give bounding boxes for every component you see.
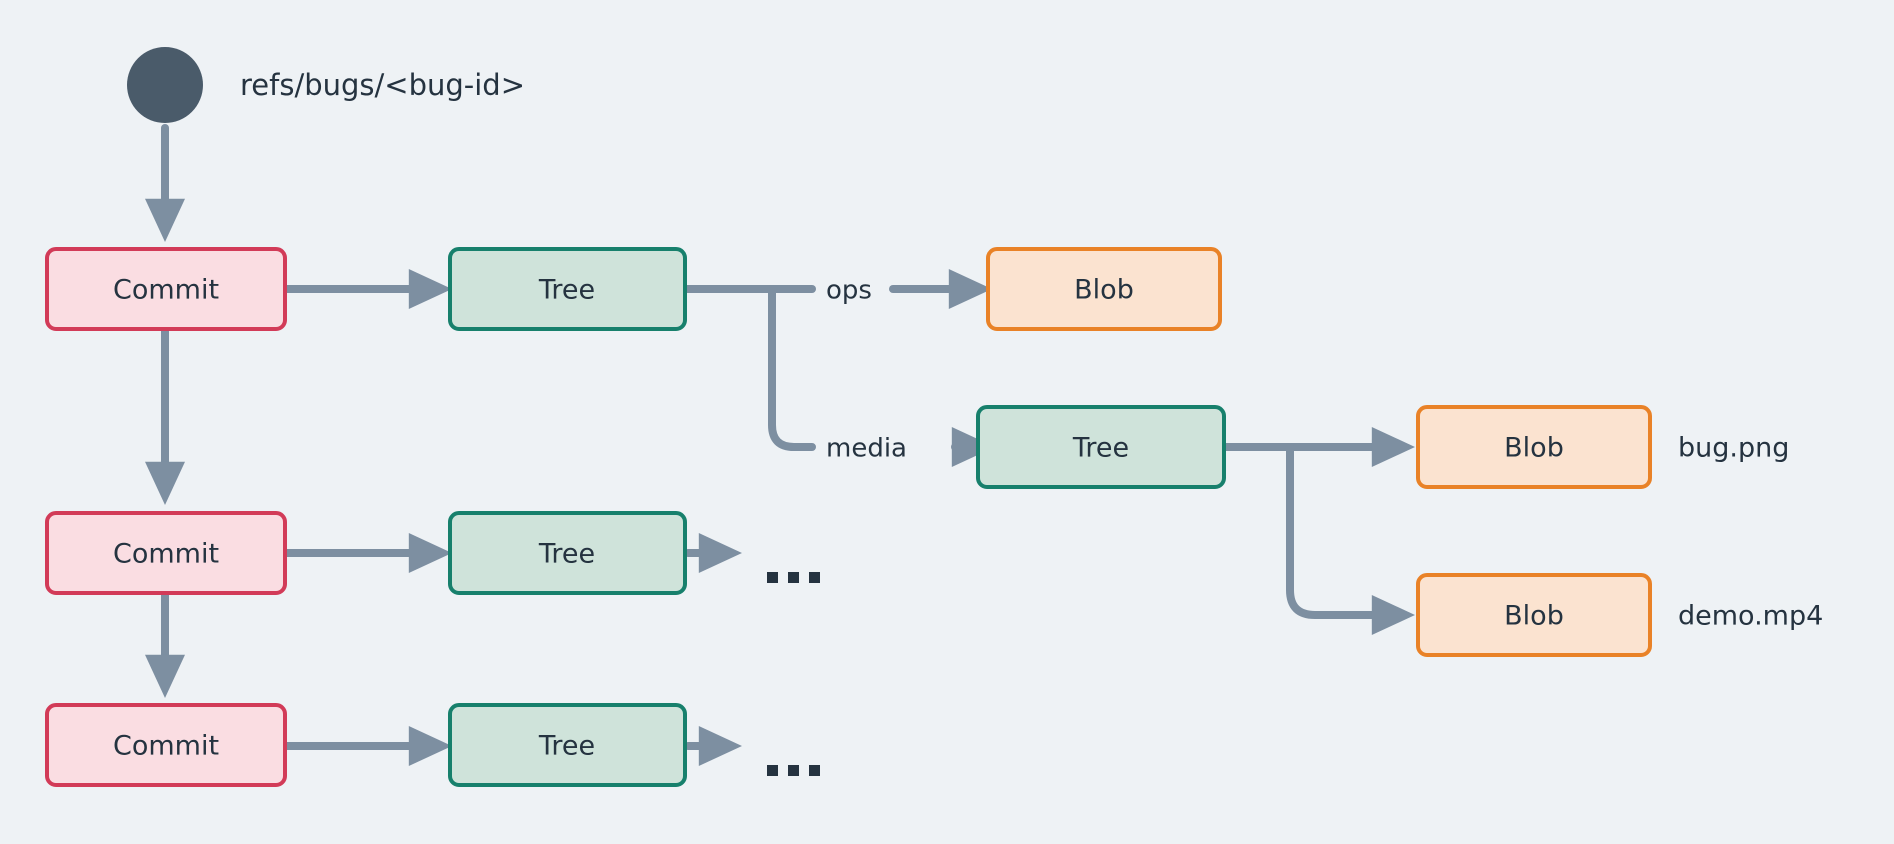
node-blob-demo-mp4[interactable]: Blob [1416,573,1652,657]
node-tree-2-label: Tree [538,539,595,570]
side-label-bug-png: bug.png [1678,433,1789,464]
edge-tree1-to-media-label [768,285,816,451]
ellipsis-row-3 [767,765,820,776]
edge-label-media: media [826,434,907,464]
node-blob-ops-label: Blob [1074,275,1134,306]
edge-mediatree-to-blob-mp4 [1286,443,1416,635]
node-tree-media-label: Tree [1072,433,1129,464]
node-tree-2[interactable]: Tree [448,511,687,595]
node-tree-3[interactable]: Tree [448,703,687,787]
node-tree-media[interactable]: Tree [976,405,1226,489]
edge-label-ops: ops [826,276,872,306]
node-blob-bug-png[interactable]: Blob [1416,405,1652,489]
node-tree-1-label: Tree [538,275,595,306]
node-commit-2[interactable]: Commit [45,511,287,595]
node-tree-1[interactable]: Tree [448,247,687,331]
node-commit-2-label: Commit [113,539,219,570]
node-commit-1[interactable]: Commit [45,247,287,331]
ellipsis-row-2 [767,572,820,583]
side-label-demo-mp4: demo.mp4 [1678,601,1823,632]
node-commit-3-label: Commit [113,731,219,762]
ref-dot [127,47,203,123]
ref-label: refs/bugs/<bug-id> [240,68,525,102]
node-commit-3[interactable]: Commit [45,703,287,787]
node-blob-bug-png-label: Blob [1504,433,1564,464]
node-blob-ops[interactable]: Blob [986,247,1222,331]
node-tree-3-label: Tree [538,731,595,762]
node-commit-1-label: Commit [113,275,219,306]
node-blob-demo-mp4-label: Blob [1504,601,1564,632]
